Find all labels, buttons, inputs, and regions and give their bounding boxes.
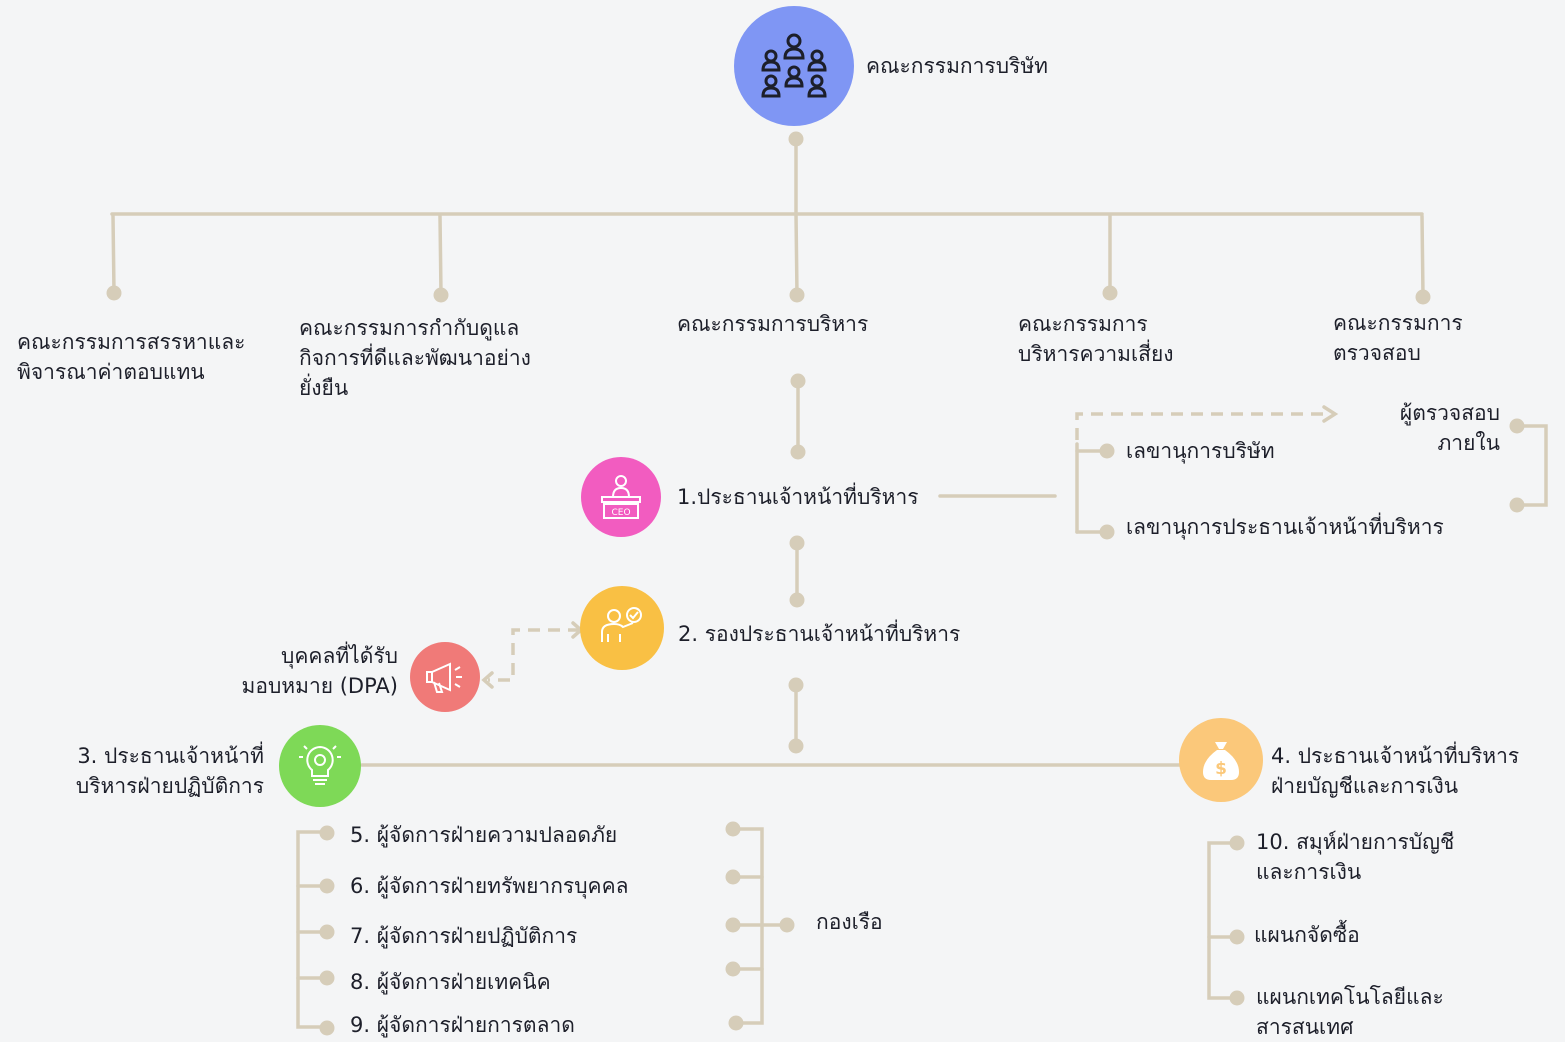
megaphone-icon: [426, 662, 462, 693]
coo-label: 3. ประธานเจ้าหน้าที่ บริหารฝ่ายปฏิบัติกา…: [75, 744, 264, 798]
deputy-ceo-label: 2. รองประธานเจ้าหน้าที่บริหาร: [678, 622, 961, 646]
presenter-icon: [601, 607, 642, 642]
board-label: คณะกรรมการบริษัท: [866, 54, 1049, 78]
ceo-desk-icon: CEO: [601, 475, 641, 519]
svg-text:CEO: CEO: [611, 508, 630, 518]
coo-node: [279, 725, 361, 807]
ceo-secretary-label: เลขานุการประธานเจ้าหน้าที่บริหาร: [1126, 515, 1444, 539]
board-node: [734, 6, 854, 126]
lightbulb-gear-icon: [299, 745, 341, 785]
cfo-label: 4. ประธานเจ้าหน้าที่บริหาร ฝ่ายบัญชีและก…: [1271, 744, 1520, 798]
dpa-label: บุคคลที่ได้รับ มอบหมาย (DPA): [241, 644, 399, 698]
it-department-label: แผนกเทคโนโลยีและ สารสนเทศ: [1256, 985, 1444, 1039]
company-secretary-label: เลขานุการบริษัท: [1126, 439, 1275, 463]
audit-committee-label: คณะกรรมการ ตรวจสอบ: [1333, 311, 1463, 365]
people-group-icon: [761, 33, 827, 98]
cfo-node: $: [1179, 718, 1263, 802]
deputy-ceo-node: [580, 586, 664, 670]
money-bag-icon: $: [1203, 742, 1239, 780]
marketing-manager-label: 9. ผู้จัดการฝ่ายการตลาด: [350, 1013, 575, 1037]
risk-committee-label: คณะกรรมการ บริหารความเสี่ยง: [1018, 312, 1174, 366]
svg-text:$: $: [1215, 759, 1227, 779]
safety-manager-label: 5. ผู้จัดการฝ่ายความปลอดภัย: [350, 823, 618, 847]
technical-manager-label: 8. ผู้จัดการฝ่ายเทคนิค: [350, 970, 551, 994]
executive-committee-label: คณะกรรมการบริหาร: [677, 312, 869, 336]
internal-audit-label: ผู้ตรวจสอบ ภายใน: [1399, 401, 1500, 455]
governance-committee-label: คณะกรรมการกำกับดูแล กิจการที่ดีและพัฒนาอ…: [299, 316, 531, 400]
ceo-node: CEO: [581, 457, 661, 537]
accounting-finance-label: 10. สมุห์ฝ่ายการบัญชี และการเงิน: [1256, 830, 1455, 884]
procurement-label: แผนกจัดซื้อ: [1254, 923, 1360, 947]
dpa-node: [410, 642, 480, 712]
ceo-label: 1.ประธานเจ้าหน้าที่บริหาร: [677, 485, 919, 509]
operations-manager-label: 7. ผู้จัดการฝ่ายปฏิบัติการ: [350, 924, 578, 948]
fleet-label: กองเรือ: [816, 910, 883, 934]
hr-manager-label: 6. ผู้จัดการฝ่ายทรัพยากรบุคคล: [350, 874, 629, 898]
nomination-committee-label: คณะกรรมการสรรหาและ พิจารณาค่าตอบแทน: [17, 330, 246, 384]
